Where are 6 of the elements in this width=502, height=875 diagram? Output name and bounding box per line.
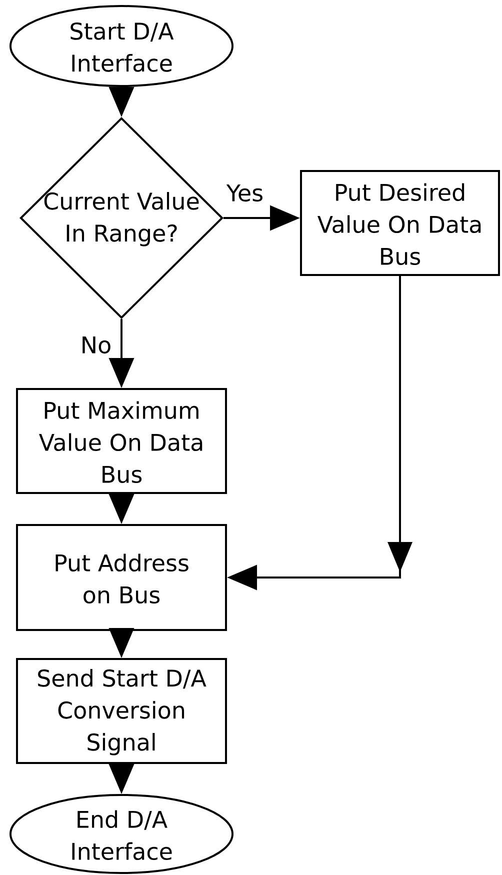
edge-label: Yes bbox=[225, 183, 265, 203]
process-box: Put Desired Value On Data Bus bbox=[300, 170, 500, 276]
edge-label: No bbox=[79, 335, 113, 355]
process-box: Put Maximum Value On Data Bus bbox=[16, 388, 227, 494]
process-box: Send Start D/A Conversion Signal bbox=[16, 658, 227, 764]
process-box: Put Address on Bus bbox=[16, 524, 227, 631]
